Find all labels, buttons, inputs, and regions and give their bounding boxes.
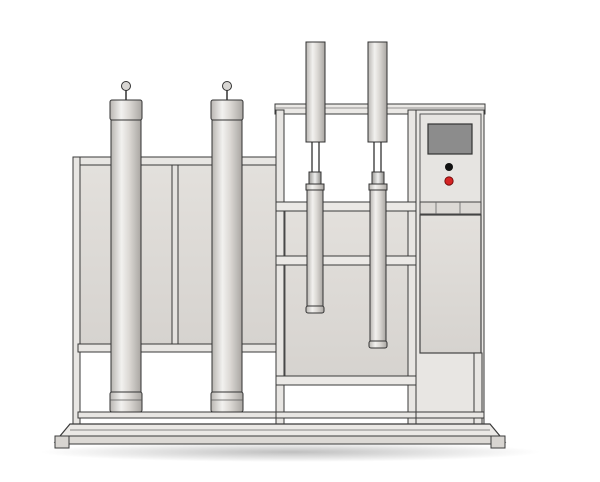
accumulator-left	[109, 81, 143, 413]
actuator-right	[368, 171, 388, 349]
left-frame	[72, 156, 280, 433]
cabinet-door	[419, 214, 482, 354]
control-cabinet	[415, 109, 485, 436]
red-button	[444, 176, 454, 186]
ground-shadow	[40, 442, 540, 462]
black-button	[445, 163, 453, 171]
actuator-housing-left	[305, 41, 326, 172]
display-screen	[427, 123, 473, 155]
accumulator-right	[210, 81, 244, 413]
actuator-housing-right	[367, 41, 388, 172]
base-skid	[53, 423, 507, 449]
actuator-left	[305, 171, 325, 314]
